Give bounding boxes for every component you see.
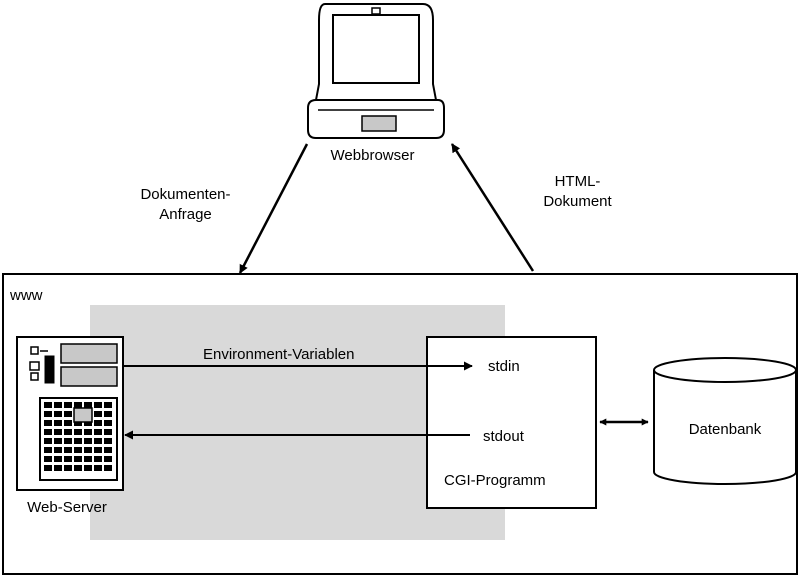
stdin-label: stdin <box>488 358 520 375</box>
request-arrow <box>238 143 309 274</box>
environment-label: Environment-Variablen <box>203 346 355 363</box>
laptop-icon <box>307 3 445 139</box>
database-label: Datenbank <box>688 421 762 438</box>
response-arrow <box>450 143 535 272</box>
stdout-label: stdout <box>483 428 524 445</box>
webbrowser-label: Webbrowser <box>330 147 415 164</box>
request-label: Dokumenten- Anfrage <box>118 185 253 225</box>
response-label: HTML- Dokument <box>510 172 645 212</box>
web-server-label: Web-Server <box>27 499 107 516</box>
server-icon <box>16 336 124 491</box>
response-label-line2: Dokument <box>543 193 612 210</box>
www-label: www <box>10 287 43 304</box>
request-label-line1: Dokumenten- <box>140 186 231 203</box>
database-cylinder <box>653 357 797 485</box>
cgi-program-label: CGI-Programm <box>444 472 546 489</box>
request-label-line2: Anfrage <box>159 206 212 223</box>
response-label-line1: HTML- <box>554 173 601 190</box>
